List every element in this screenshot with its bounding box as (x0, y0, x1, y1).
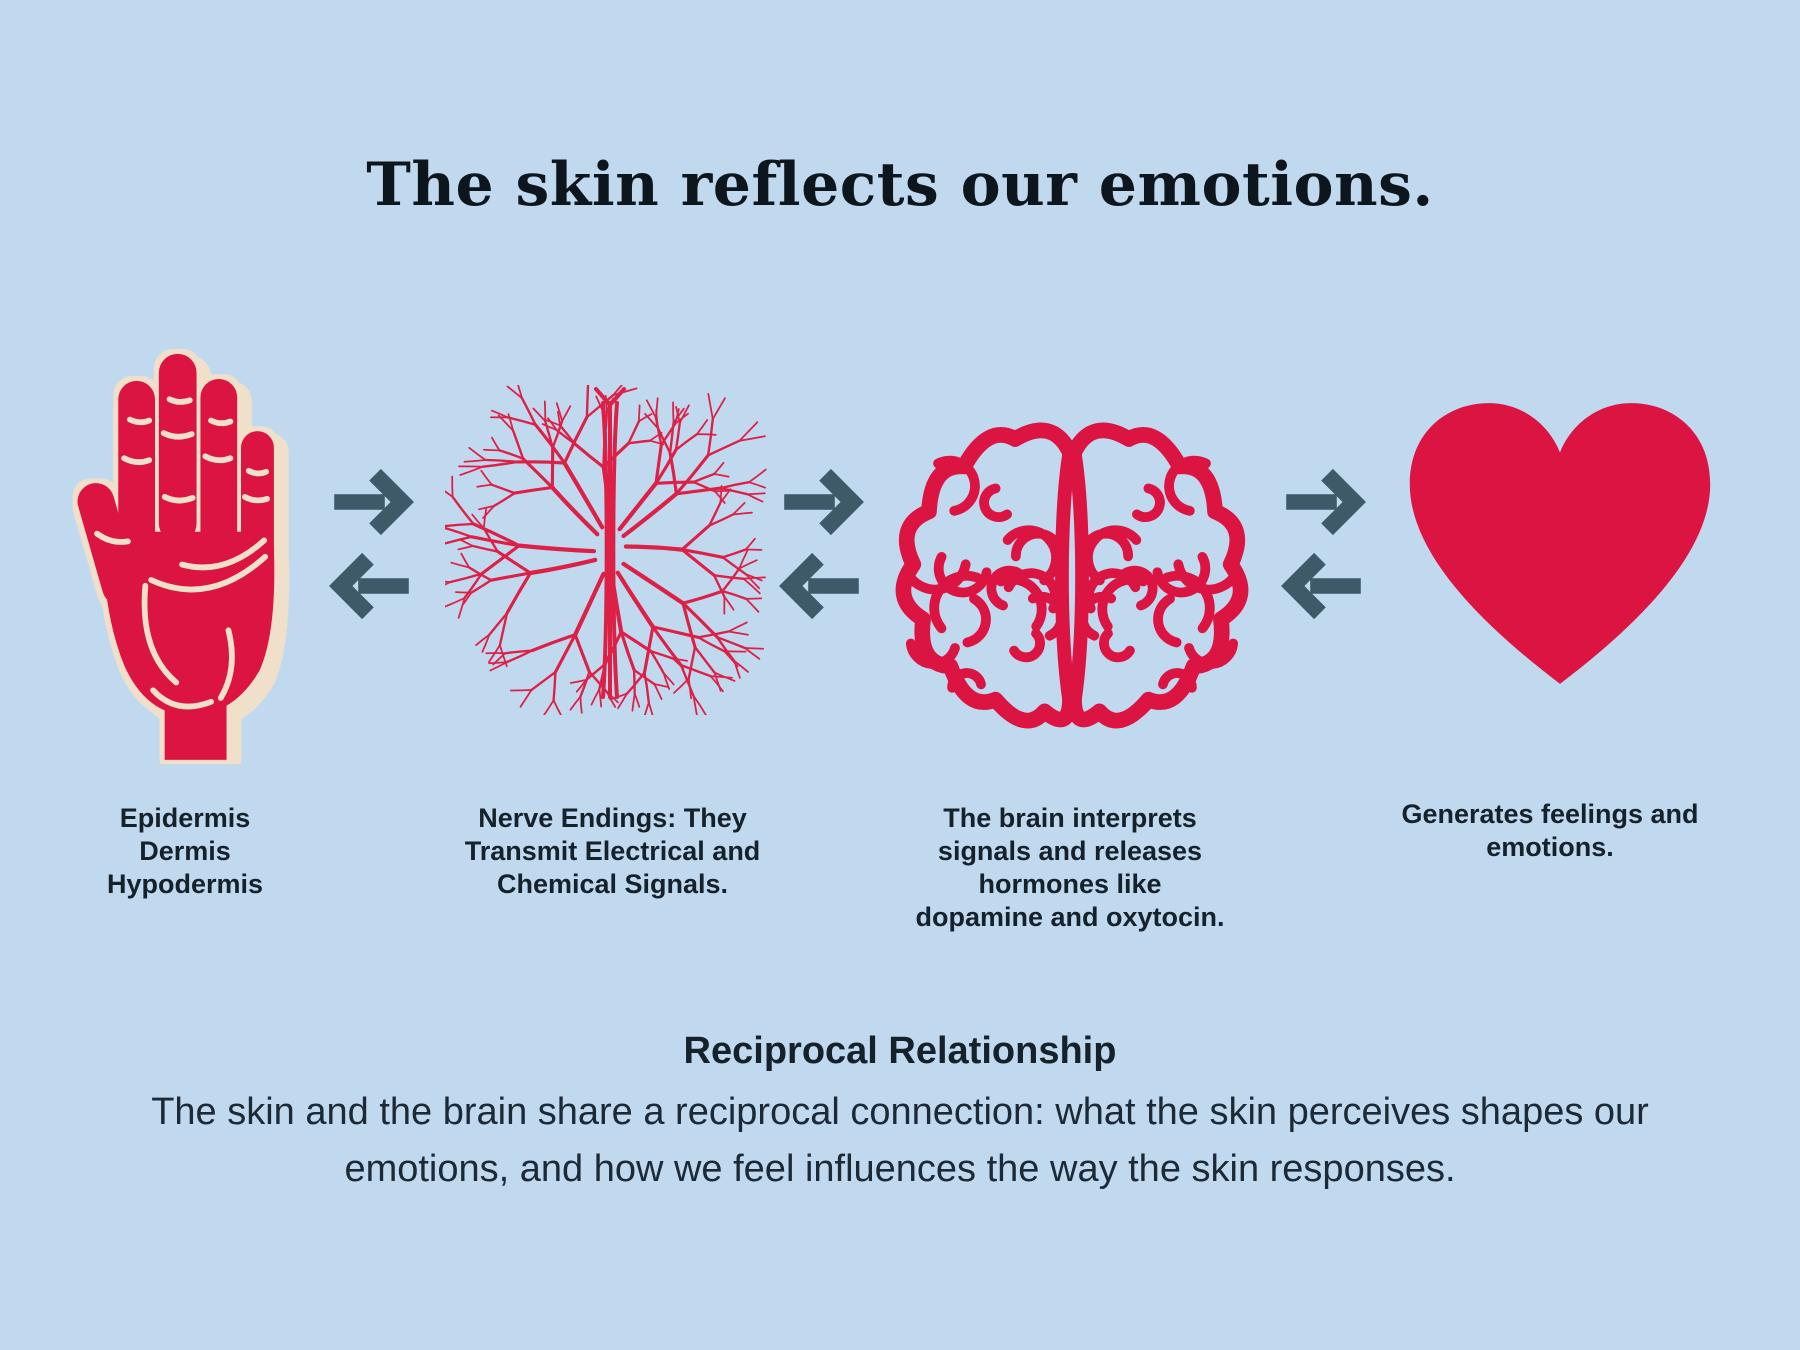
arrow-pair-3 (1274, 467, 1374, 621)
arrow-left-icon (1281, 552, 1361, 620)
footer-heading: Reciprocal Relationship (683, 1030, 1117, 1072)
arrow-right-icon (784, 468, 864, 536)
arrow-left-icon (329, 552, 409, 620)
step-caption-skin: Epidermis Dermis Hypodermis (106, 803, 264, 899)
heart-icon (1392, 386, 1728, 700)
step-caption-brain: The brain interprets signals and release… (915, 803, 1225, 932)
page-title: The skin reflects our emotions. (366, 150, 1434, 220)
arrow-left-icon (779, 552, 859, 620)
nerve-endings-icon (445, 385, 775, 715)
arrow-pair-1 (322, 467, 422, 621)
brain-icon (888, 392, 1256, 730)
step-caption-nerves: Nerve Endings: They Transmit Electrical … (464, 803, 761, 899)
arrow-right-icon (334, 468, 414, 536)
arrow-pair-2 (772, 467, 872, 621)
hand-icon (68, 340, 300, 764)
step-caption-heart: Generates feelings and emotions. (1401, 799, 1699, 862)
arrow-right-icon (1286, 468, 1366, 536)
footer-body: The skin and the brain share a reciproca… (151, 1091, 1649, 1190)
